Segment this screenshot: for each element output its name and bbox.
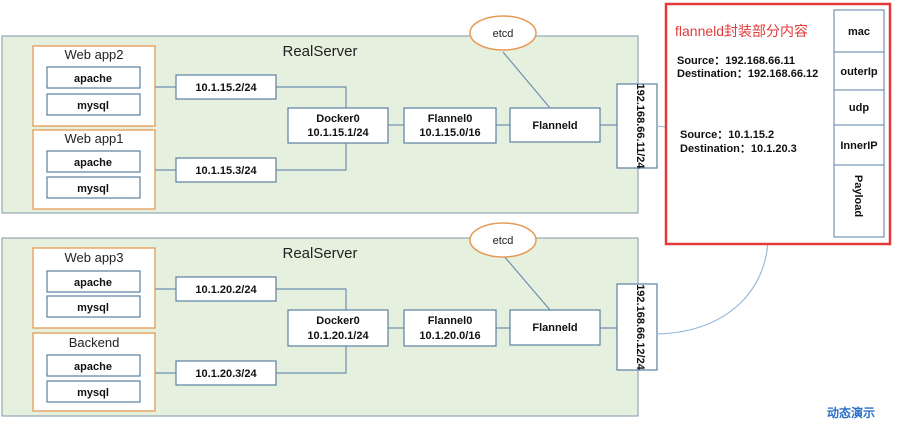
app-name: Backend <box>69 335 120 350</box>
service-mysql <box>46 93 141 116</box>
flanneld-box <box>509 107 601 143</box>
service-label: apache <box>74 361 112 373</box>
server-1: RealServer Web app2 apache mysql Web app… <box>1 15 658 214</box>
flannel0-box <box>403 107 497 144</box>
flannel0-ip: 10.1.20.0/16 <box>419 330 480 342</box>
docker0-name: Docker0 <box>316 113 359 125</box>
service-label: apache <box>74 277 112 289</box>
service-label: mysql <box>77 387 109 399</box>
outer-destination: Destination：192.168.66.12 <box>677 68 818 80</box>
flannel0-name: Flannel0 <box>428 113 473 125</box>
header-label: InnerIP <box>840 140 877 152</box>
server-2-title: RealServer <box>282 245 357 262</box>
container-ip-box <box>175 74 277 100</box>
docker0-box <box>287 309 389 347</box>
host-ip: 192.168.66.12/24 <box>634 284 646 371</box>
service-apache <box>46 270 141 293</box>
header-mac <box>833 9 885 53</box>
app-name: Web app1 <box>64 131 123 146</box>
header-innerip <box>833 124 885 166</box>
service-apache <box>46 354 141 377</box>
app-name: Web app3 <box>64 250 123 265</box>
service-label: mysql <box>77 183 109 195</box>
container-ip: 10.1.15.3/24 <box>195 165 257 177</box>
header-label: Payload <box>852 175 864 217</box>
service-label: mysql <box>77 100 109 112</box>
server-2-connectors <box>140 254 617 374</box>
etcd-node <box>469 15 537 51</box>
service-label: apache <box>74 157 112 169</box>
docker0-ip: 10.1.15.1/24 <box>307 127 369 139</box>
flannel0-ip: 10.1.15.0/16 <box>419 127 480 139</box>
app-web-app1: Web app1 apache mysql <box>32 129 156 210</box>
service-mysql <box>46 295 141 318</box>
app-web-app2: Web app2 apache mysql <box>32 45 156 127</box>
server-2: RealServer Web app3 apache mysql Backend <box>1 222 658 417</box>
app-web-app3: Web app3 apache mysql <box>32 247 156 329</box>
service-apache <box>46 150 141 173</box>
packet-panel: flanneld封装部分内容 Source：192.168.66.11 Dest… <box>664 2 892 246</box>
flanneld-box <box>509 309 601 346</box>
container-ip: 10.1.20.2/24 <box>195 284 257 296</box>
docker0-ip: 10.1.20.1/24 <box>307 330 369 342</box>
service-label: apache <box>74 73 112 85</box>
host-nic-box <box>616 283 658 371</box>
docker0-name: Docker0 <box>316 315 359 327</box>
header-payload <box>833 164 885 238</box>
header-label: mac <box>848 26 870 38</box>
container-ip: 10.1.20.3/24 <box>195 368 257 380</box>
etcd-label: etcd <box>493 28 514 40</box>
container-ip: 10.1.15.2/24 <box>195 82 257 94</box>
inner-destination: Destination：10.1.20.3 <box>680 143 797 155</box>
container-ip-box <box>175 276 277 302</box>
flanneld-label: Flanneld <box>532 322 577 334</box>
server-1-title: RealServer <box>282 43 357 60</box>
demo-link[interactable]: 动态演示 <box>827 405 875 420</box>
header-label: outerIp <box>840 66 878 78</box>
flanneld-label: Flanneld <box>532 120 577 132</box>
etcd-label: etcd <box>493 235 514 247</box>
inner-source: Source：10.1.15.2 <box>680 129 774 141</box>
service-mysql <box>46 380 141 403</box>
container-ip-box <box>175 360 277 386</box>
app-backend: Backend apache mysql <box>32 332 156 412</box>
app-name: Web app2 <box>64 47 123 62</box>
container-ip-box <box>175 157 277 183</box>
service-mysql <box>46 176 141 199</box>
service-label: mysql <box>77 302 109 314</box>
docker0-box <box>287 107 389 144</box>
outer-source: Source：192.168.66.11 <box>677 55 795 67</box>
flannel0-name: Flannel0 <box>428 315 473 327</box>
service-apache <box>46 66 141 89</box>
packet-title: flanneld封装部分内容 <box>675 23 808 39</box>
packet-headers: mac outerIp udp InnerIP Payload <box>833 9 885 238</box>
flannel0-box <box>403 309 497 347</box>
host-ip: 192.168.66.11/24 <box>634 83 646 169</box>
header-label: udp <box>849 102 869 114</box>
etcd-node <box>469 222 537 258</box>
